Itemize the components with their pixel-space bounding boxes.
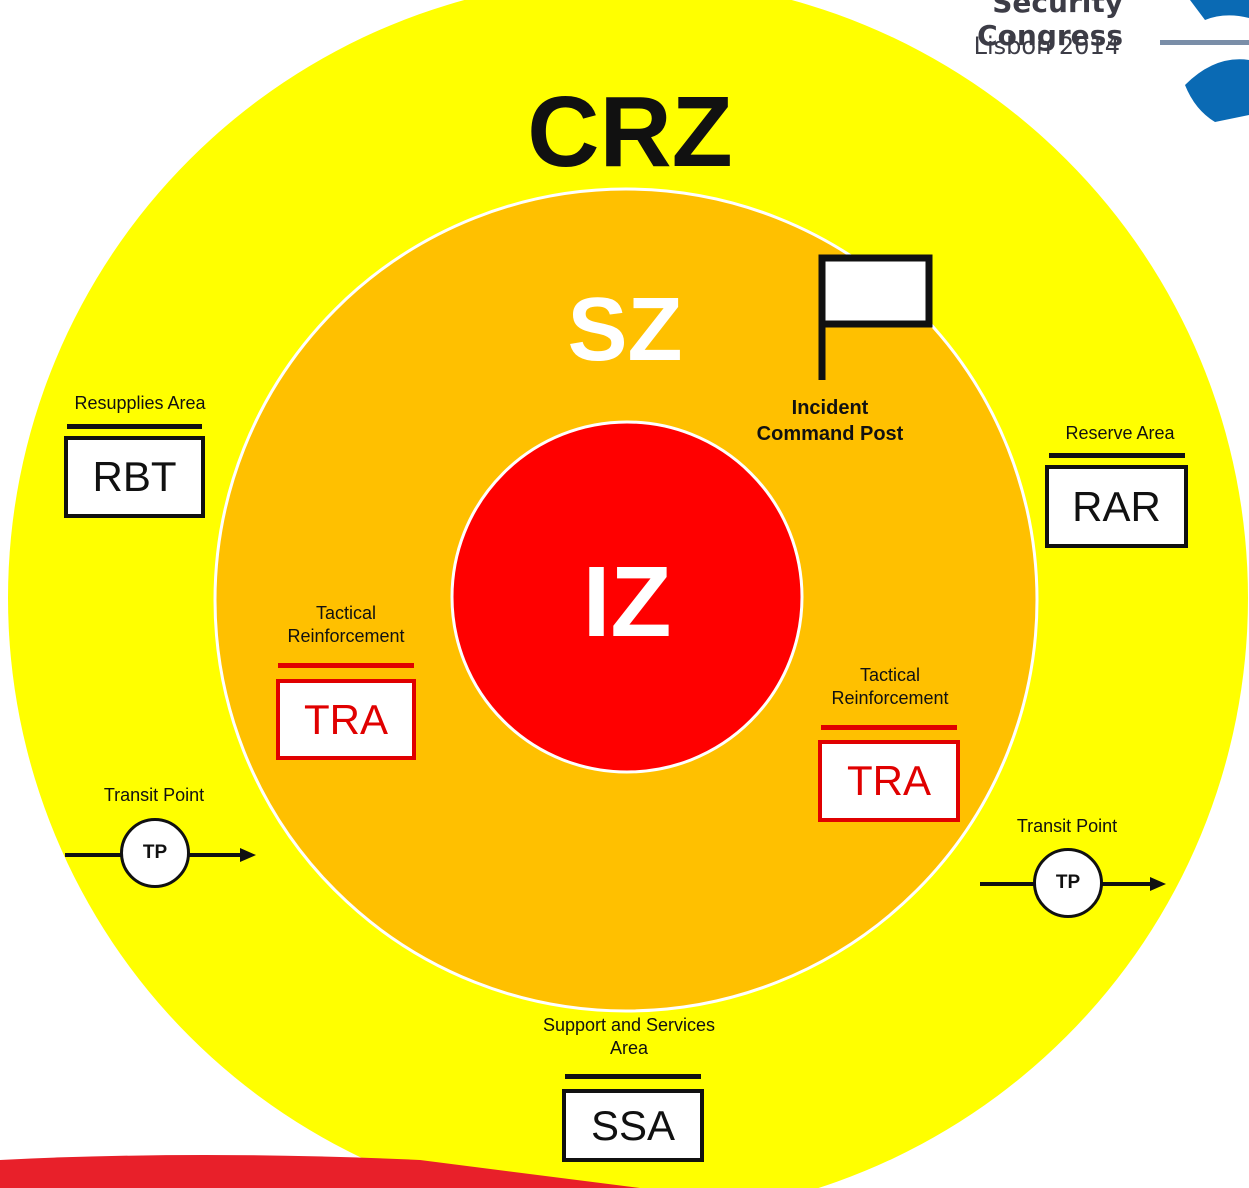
resupplies-area-box: RBT [64, 436, 205, 518]
resupplies-area-bar [67, 424, 202, 429]
tactical-right-bar [821, 725, 957, 730]
transit-point-right-caption: Transit Point [1016, 816, 1118, 836]
tactical-left-box: TRA [276, 679, 416, 760]
support-area-box: SSA [562, 1089, 704, 1162]
tactical-right-line1: Tactical [859, 665, 921, 685]
reserve-area-box: RAR [1045, 465, 1188, 548]
transit-point-left-node: TP [120, 818, 190, 888]
tactical-left-caption: Tactical Reinforcement [246, 602, 446, 649]
flag-icon [818, 254, 933, 380]
reserve-area-caption: Reserve Area [1065, 423, 1175, 443]
command-post-label: Incident Command Post [720, 395, 940, 447]
tactical-left-bar [278, 663, 414, 668]
iz-zone-circle [450, 420, 804, 774]
transit-point-right-node: TP [1033, 848, 1103, 918]
support-area-line1: Support and Services [542, 1015, 716, 1035]
tactical-right-box: TRA [818, 740, 960, 822]
crz-label: CRZ [527, 76, 733, 188]
tactical-right-line2: Reinforcement [831, 688, 949, 709]
command-post-line1: Incident [791, 397, 869, 419]
congress-logo [1160, 0, 1249, 122]
tactical-left-line2: Reinforcement [287, 626, 405, 647]
iz-label: IZ [582, 546, 672, 658]
tactical-left-line1: Tactical [315, 603, 377, 623]
command-post-line2: Command Post [756, 423, 904, 445]
support-area-caption: Support and Services Area [504, 1014, 754, 1061]
header-title: Security Congress [977, 0, 1123, 52]
support-area-line2: Area [609, 1038, 649, 1059]
reserve-area-bar [1049, 453, 1185, 458]
footer-red-band [0, 1155, 640, 1188]
resupplies-area-caption: Resupplies Area [74, 393, 206, 413]
support-area-bar [565, 1074, 701, 1079]
transit-point-left-caption: Transit Point [103, 785, 205, 805]
sz-label: SZ [567, 280, 683, 380]
header-subtitle: Lisbon 2014 [973, 32, 1120, 60]
tactical-right-caption: Tactical Reinforcement [790, 664, 990, 711]
